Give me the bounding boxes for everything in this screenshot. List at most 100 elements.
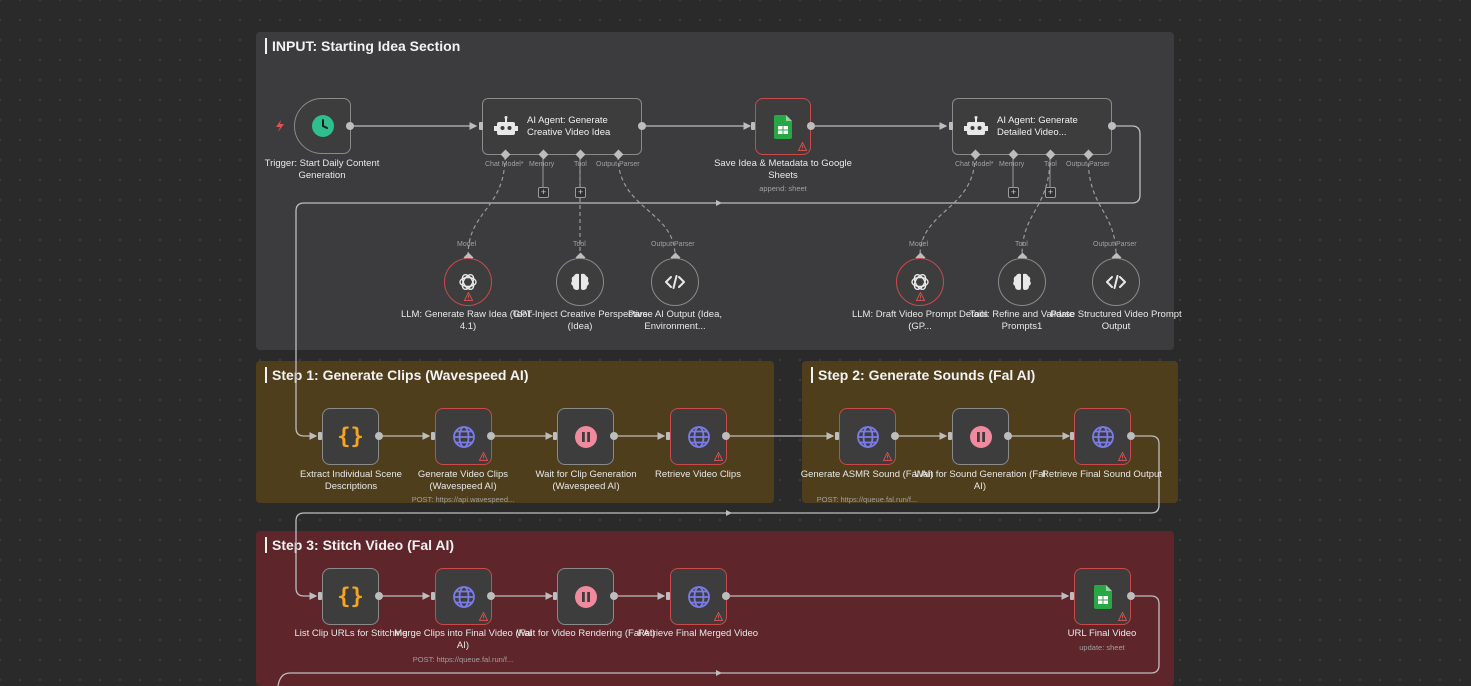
input-port[interactable] bbox=[666, 592, 670, 600]
warning-icon bbox=[916, 292, 925, 301]
output-port[interactable] bbox=[346, 122, 354, 130]
parse-ai-output-node[interactable] bbox=[651, 258, 699, 306]
openai-icon bbox=[911, 274, 929, 290]
add-tool-button[interactable]: + bbox=[1045, 187, 1056, 198]
output-port[interactable] bbox=[1108, 122, 1116, 130]
openai-icon bbox=[459, 274, 477, 290]
tool-inject-creative-perspective-node[interactable] bbox=[556, 258, 604, 306]
save-to-sheets-node[interactable] bbox=[755, 98, 811, 155]
node-label: Tool: Refine and Validate Prompts1 bbox=[969, 309, 1075, 332]
output-port[interactable] bbox=[638, 122, 646, 130]
port-label: Tool bbox=[573, 241, 586, 248]
tool-refine-validate-node[interactable] bbox=[998, 258, 1046, 306]
input-port[interactable] bbox=[949, 122, 953, 130]
output-port[interactable] bbox=[375, 592, 383, 600]
brain-icon bbox=[1013, 273, 1031, 290]
node-label: AI Agent: Generate Detailed Video... bbox=[997, 115, 1078, 138]
output-port[interactable] bbox=[1127, 592, 1135, 600]
input-port[interactable] bbox=[318, 592, 322, 600]
ai-agent-generate-detailed-video-node[interactable]: AI Agent: Generate Detailed Video... bbox=[952, 98, 1112, 155]
llm-draft-video-prompt-node[interactable] bbox=[896, 258, 944, 306]
node-label: Merge Clips into Final Video (Fal AI) bbox=[394, 628, 532, 651]
warning-icon bbox=[464, 292, 473, 301]
node-label: Generate ASMR Sound (Fal AI) bbox=[800, 469, 934, 480]
wait-sound-generation-node[interactable] bbox=[952, 408, 1009, 465]
parse-structured-video-prompt-node[interactable] bbox=[1092, 258, 1140, 306]
node-label: Save Idea & Metadata to Google Sheets bbox=[714, 158, 852, 181]
warning-icon bbox=[883, 452, 892, 461]
output-port[interactable] bbox=[722, 432, 730, 440]
port-label: Model bbox=[457, 241, 477, 248]
code-braces-icon: {} bbox=[337, 424, 364, 449]
input-port[interactable] bbox=[553, 592, 557, 600]
input-port[interactable] bbox=[431, 432, 435, 440]
globe-icon bbox=[452, 585, 475, 608]
globe-icon bbox=[687, 585, 710, 608]
output-port[interactable] bbox=[1004, 432, 1012, 440]
input-port[interactable] bbox=[431, 592, 435, 600]
code-icon bbox=[665, 275, 685, 289]
google-sheets-icon bbox=[774, 114, 792, 139]
trigger-node[interactable] bbox=[294, 98, 351, 154]
input-port[interactable] bbox=[948, 432, 952, 440]
output-port[interactable] bbox=[487, 432, 495, 440]
retrieve-final-sound-node[interactable] bbox=[1074, 408, 1131, 465]
output-port[interactable] bbox=[610, 592, 618, 600]
section-title: Step 3: Stitch Video (Fal AI) bbox=[265, 537, 454, 553]
globe-icon bbox=[687, 425, 710, 448]
add-memory-button[interactable]: + bbox=[1008, 187, 1019, 198]
output-port[interactable] bbox=[1127, 432, 1135, 440]
port-label: Model bbox=[909, 241, 929, 248]
generate-asmr-sound-node[interactable] bbox=[839, 408, 896, 465]
node-label: List Clip URLs for Stitching bbox=[294, 628, 408, 639]
input-port[interactable] bbox=[1070, 592, 1074, 600]
code-braces-icon: {} bbox=[337, 584, 364, 609]
port-label: Chat Model* bbox=[955, 161, 994, 168]
pause-icon bbox=[574, 585, 597, 608]
pause-icon bbox=[574, 425, 597, 448]
wait-video-rendering-node[interactable] bbox=[557, 568, 614, 625]
input-port[interactable] bbox=[1070, 432, 1074, 440]
add-memory-button[interactable]: + bbox=[538, 187, 549, 198]
retrieve-final-merged-video-node[interactable] bbox=[670, 568, 727, 625]
list-clip-urls-node[interactable]: {} bbox=[322, 568, 379, 625]
node-subtitle: POST: https://queue.fal.run/f... bbox=[816, 495, 918, 504]
node-subtitle: POST: https://queue.fal.run/f... bbox=[412, 655, 514, 664]
add-tool-button[interactable]: + bbox=[575, 187, 586, 198]
output-port[interactable] bbox=[487, 592, 495, 600]
port-label: Output Parser bbox=[1066, 161, 1110, 168]
merge-clips-node[interactable] bbox=[435, 568, 492, 625]
output-port[interactable] bbox=[610, 432, 618, 440]
node-subtitle: update: sheet bbox=[1079, 643, 1125, 652]
output-port[interactable] bbox=[722, 592, 730, 600]
input-port[interactable] bbox=[318, 432, 322, 440]
input-port[interactable] bbox=[751, 122, 755, 130]
warning-icon bbox=[798, 142, 807, 151]
llm-generate-raw-idea-node[interactable] bbox=[444, 258, 492, 306]
url-final-video-node[interactable] bbox=[1074, 568, 1131, 625]
extract-scene-descriptions-node[interactable]: {} bbox=[322, 408, 379, 465]
input-port[interactable] bbox=[666, 432, 670, 440]
port-label: Tool bbox=[1015, 241, 1028, 248]
output-port[interactable] bbox=[891, 432, 899, 440]
node-label: Retrieve Final Merged Video bbox=[637, 628, 759, 639]
warning-icon bbox=[479, 612, 488, 621]
output-port[interactable] bbox=[375, 432, 383, 440]
port-label: Output Parser bbox=[1093, 241, 1137, 248]
code-icon bbox=[1106, 275, 1126, 289]
retrieve-video-clips-node[interactable] bbox=[670, 408, 727, 465]
brain-icon bbox=[571, 273, 589, 290]
generate-video-clips-node[interactable] bbox=[435, 408, 492, 465]
output-port[interactable] bbox=[807, 122, 815, 130]
port-label: Output Parser bbox=[596, 161, 640, 168]
input-port[interactable] bbox=[835, 432, 839, 440]
port-label: Chat Model* bbox=[485, 161, 524, 168]
globe-icon bbox=[1091, 425, 1114, 448]
node-label: Wait for Video Rendering (Fal AI) bbox=[516, 628, 656, 639]
input-port[interactable] bbox=[553, 432, 557, 440]
input-port[interactable] bbox=[479, 122, 483, 130]
ai-agent-generate-idea-node[interactable]: AI Agent: Generate Creative Video Idea bbox=[482, 98, 642, 155]
node-label: Tool: Inject Creative Perspective (Idea) bbox=[512, 309, 648, 332]
wait-clip-generation-node[interactable] bbox=[557, 408, 614, 465]
port-label: Tool bbox=[1044, 161, 1057, 168]
